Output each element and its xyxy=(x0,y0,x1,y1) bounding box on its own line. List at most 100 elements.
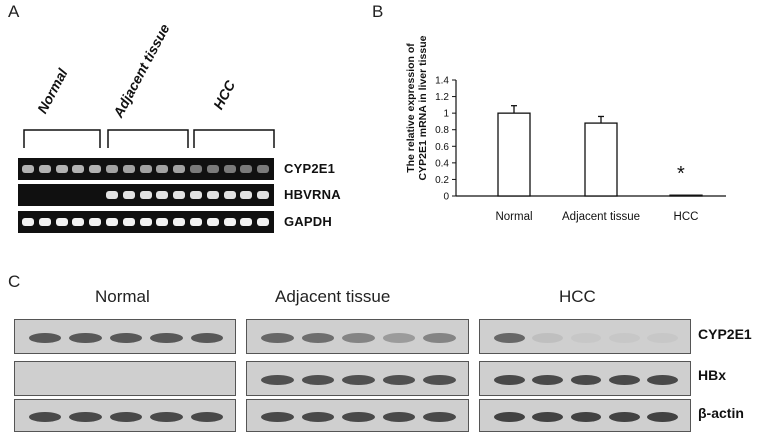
blot-band xyxy=(342,332,375,343)
blot-band xyxy=(609,374,640,385)
blot-band xyxy=(69,411,102,422)
gel-band xyxy=(190,165,202,173)
gel-gapdh xyxy=(18,211,274,233)
gel-label-cyp2e1: CYP2E1 xyxy=(284,161,336,176)
blot-band xyxy=(150,411,183,422)
hcc-significance-star: * xyxy=(677,163,685,185)
blot-band xyxy=(29,411,62,422)
gel-band xyxy=(22,165,34,173)
blot-band xyxy=(382,374,416,385)
blot-band xyxy=(493,332,525,343)
y-tick-label: 1.2 xyxy=(435,92,449,103)
gel-band xyxy=(156,218,169,226)
bar xyxy=(584,122,618,197)
gel-band xyxy=(257,191,270,199)
gel-band xyxy=(173,191,186,199)
gel-band xyxy=(122,218,135,226)
gel-band xyxy=(139,218,152,226)
blot-band xyxy=(261,374,294,385)
blot-band xyxy=(532,374,563,385)
gel-band xyxy=(106,218,118,226)
blot-band xyxy=(190,332,223,343)
gel-label-hbvrna: HBVRNA xyxy=(284,187,341,202)
blot-band xyxy=(423,374,456,385)
gel-band xyxy=(139,191,152,199)
gel-band xyxy=(89,218,102,226)
gel-band xyxy=(206,218,219,226)
blot-band xyxy=(190,411,223,422)
western-blot-panel xyxy=(14,399,236,432)
gel-band xyxy=(206,191,219,199)
gel-band xyxy=(55,218,68,226)
blot-band xyxy=(382,332,416,343)
gel-band xyxy=(257,218,270,226)
western-blot-panel xyxy=(479,361,691,396)
gel-band xyxy=(240,191,253,199)
blot-band xyxy=(109,411,143,422)
gel-band xyxy=(139,165,152,173)
y-tick-label: 1.4 xyxy=(435,76,449,87)
western-blot-panel xyxy=(246,399,469,432)
blot-band xyxy=(109,332,143,343)
gel-band xyxy=(223,165,236,173)
blot-band xyxy=(570,411,602,422)
panel-c-header-normal: Normal xyxy=(95,287,150,306)
gel-band xyxy=(240,218,253,226)
gel-band xyxy=(223,191,236,199)
gel-band xyxy=(72,218,85,226)
x-tick-label: Normal xyxy=(495,211,532,223)
blot-band xyxy=(150,332,183,343)
y-tick-label: 0.2 xyxy=(435,175,449,186)
gel-band xyxy=(106,191,118,199)
panel-c-label-beta-actin: β-actin xyxy=(698,405,744,421)
gel-label-gapdh: GAPDH xyxy=(284,214,332,229)
gel-band xyxy=(223,218,236,226)
blot-band xyxy=(342,374,375,385)
blot-band xyxy=(647,411,679,422)
blot-band xyxy=(570,374,602,385)
gel-band xyxy=(206,165,219,173)
blot-band xyxy=(423,332,456,343)
blot-band xyxy=(29,332,62,343)
panel-a-group-brackets xyxy=(23,129,275,148)
panel-c-letter: C xyxy=(8,272,21,291)
gel-band xyxy=(122,165,135,173)
western-blot-panel xyxy=(479,399,691,432)
gel-hbvrna xyxy=(18,184,274,206)
blot-band xyxy=(301,332,335,343)
panel-a-letter: A xyxy=(8,2,20,21)
gel-band xyxy=(72,165,85,173)
bar xyxy=(497,112,531,197)
y-tick-label: 0.8 xyxy=(435,125,449,136)
y-tick-label: 0.6 xyxy=(435,142,449,153)
blot-band xyxy=(342,411,375,422)
blot-band xyxy=(301,411,335,422)
blot-band xyxy=(570,332,602,343)
x-tick-label: Adjacent tissue xyxy=(562,211,640,223)
panel-b-letter: B xyxy=(372,2,384,21)
panel-c-label-hbx: HBx xyxy=(698,367,727,383)
y-tick-label: 1 xyxy=(443,109,449,120)
blot-band xyxy=(647,332,679,343)
blot-band xyxy=(532,332,563,343)
blot-band xyxy=(301,374,335,385)
blot-band xyxy=(493,411,525,422)
panel-c-header-hcc: HCC xyxy=(559,287,596,306)
bar xyxy=(669,194,703,197)
gel-band xyxy=(55,165,68,173)
blot-band xyxy=(609,332,640,343)
y-axis-label: The relative expression ofCYP2E1 mRNA in… xyxy=(405,35,429,180)
blot-band xyxy=(493,374,525,385)
gel-band xyxy=(38,165,51,173)
blot-band xyxy=(532,411,563,422)
panel-c-header-adjacent: Adjacent tissue xyxy=(275,287,391,306)
gel-band xyxy=(38,218,51,226)
blot-band xyxy=(423,411,456,422)
blot-band xyxy=(261,411,294,422)
blot-band xyxy=(69,332,102,343)
western-blot-panel xyxy=(479,319,691,354)
gel-band xyxy=(122,191,135,199)
gel-band xyxy=(190,191,202,199)
gel-band xyxy=(240,165,253,173)
